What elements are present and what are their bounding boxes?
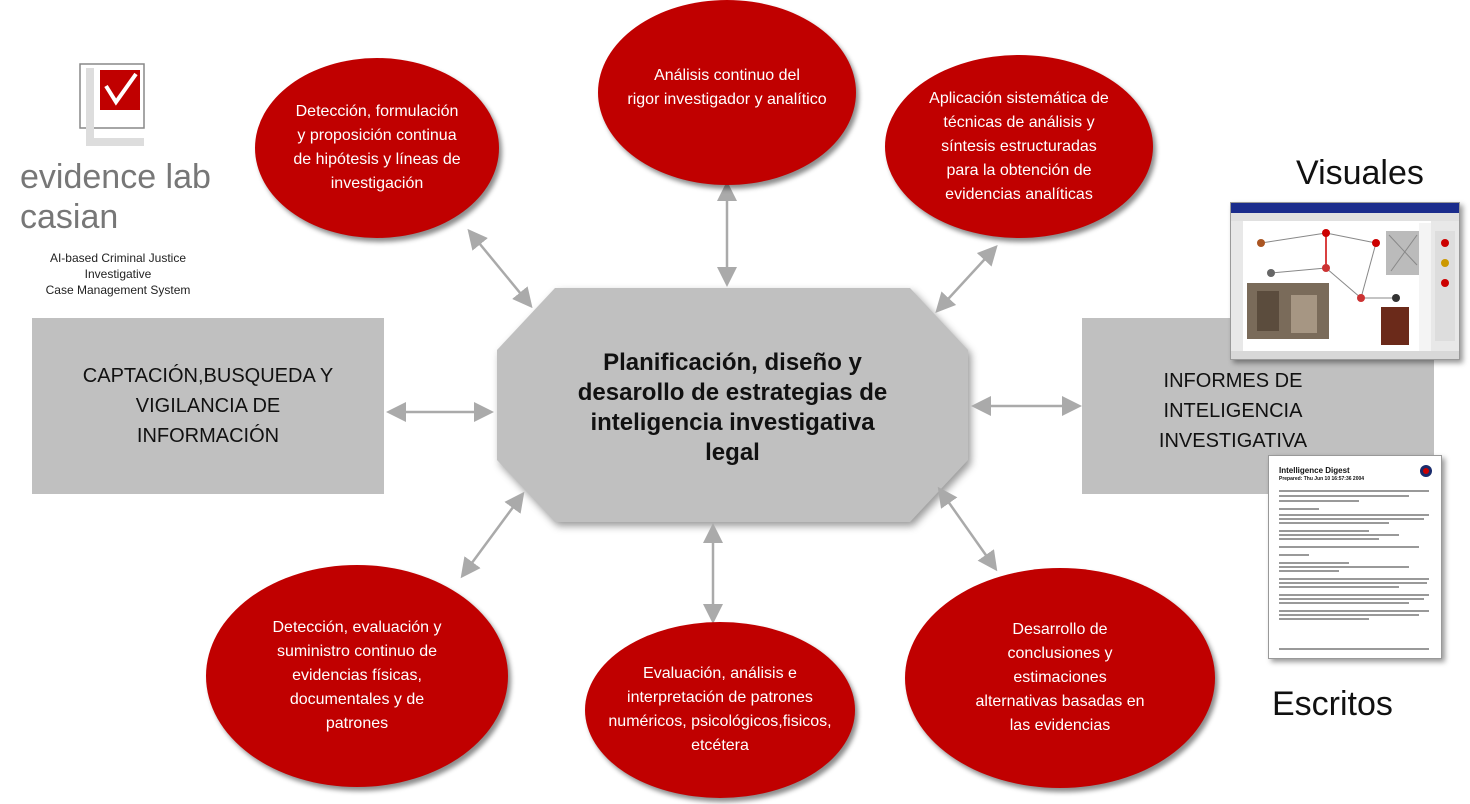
arrow-bottom-left	[460, 491, 525, 579]
ellipse-patrones-text: Evaluación, análisis e interpretación de…	[608, 665, 832, 754]
logo: evidence lab casian AI-based Criminal Ju…	[18, 60, 218, 297]
ellipse-tecnicas-text: Aplicación sistemática de técnicas de an…	[929, 89, 1109, 203]
intelligence-digest-thumbnail: Intelligence Digest Prepared: Thu Jun 10…	[1268, 455, 1442, 659]
logo-tagline: AI-based Criminal Justice Investigative …	[45, 251, 191, 297]
visual-analysis-thumbnail	[1230, 202, 1460, 360]
ellipse-rigor: Análisis continuo del rigor investigador…	[598, 0, 856, 185]
digest-prepared: Prepared: Thu Jun 10 16:57:36 2004	[1279, 476, 1365, 482]
ellipse-evidencias: Detección, evaluación y suministro conti…	[206, 565, 508, 787]
network-chart-icon	[1231, 203, 1459, 359]
ellipse-rigor-text: Análisis continuo del rigor investigador…	[627, 66, 827, 108]
center-octagon	[497, 288, 968, 522]
logo-wordmark-line1: evidence lab	[20, 158, 211, 196]
digest-seal-icon	[1420, 465, 1432, 477]
box-captacion: CAPTACIÓN,BUSQUEDA Y VIGILANCIA DE INFOR…	[32, 318, 384, 494]
center-title: Planificación, diseño y desarollo de est…	[577, 348, 888, 466]
ellipse-hipotesis-text: Detección, formulación y proposición con…	[293, 103, 461, 192]
digest-title: Intelligence Digest	[1279, 466, 1350, 475]
box-informes-text: INFORMES DE INTELIGENCIA INVESTIGATIVA	[1158, 370, 1308, 452]
digest-body-lines	[1279, 490, 1429, 650]
box-captacion-text: CAPTACIÓN,BUSQUEDA Y VIGILANCIA DE INFOR…	[82, 365, 334, 447]
caption-visuales: Visuales	[1296, 154, 1424, 192]
arrow-top-right	[935, 245, 998, 313]
ellipse-conclusiones: Desarrollo de conclusiones y estimacione…	[905, 568, 1215, 788]
center-label: Planificación, diseño y desarollo de est…	[520, 340, 945, 475]
ellipse-patrones: Evaluación, análisis e interpretación de…	[585, 622, 855, 798]
arrow-bottom-right	[937, 486, 998, 572]
ellipse-evidencias-text: Detección, evaluación y suministro conti…	[272, 619, 442, 732]
logo-mark-icon	[79, 63, 145, 146]
ellipse-tecnicas: Aplicación sistemática de técnicas de an…	[885, 55, 1153, 238]
ellipse-conclusiones-text: Desarrollo de conclusiones y estimacione…	[975, 621, 1145, 734]
arrow-top-left	[467, 228, 533, 309]
logo-wordmark-line2: casian	[20, 198, 119, 236]
caption-escritos: Escritos	[1272, 685, 1393, 723]
ellipse-hipotesis: Detección, formulación y proposición con…	[255, 58, 499, 238]
